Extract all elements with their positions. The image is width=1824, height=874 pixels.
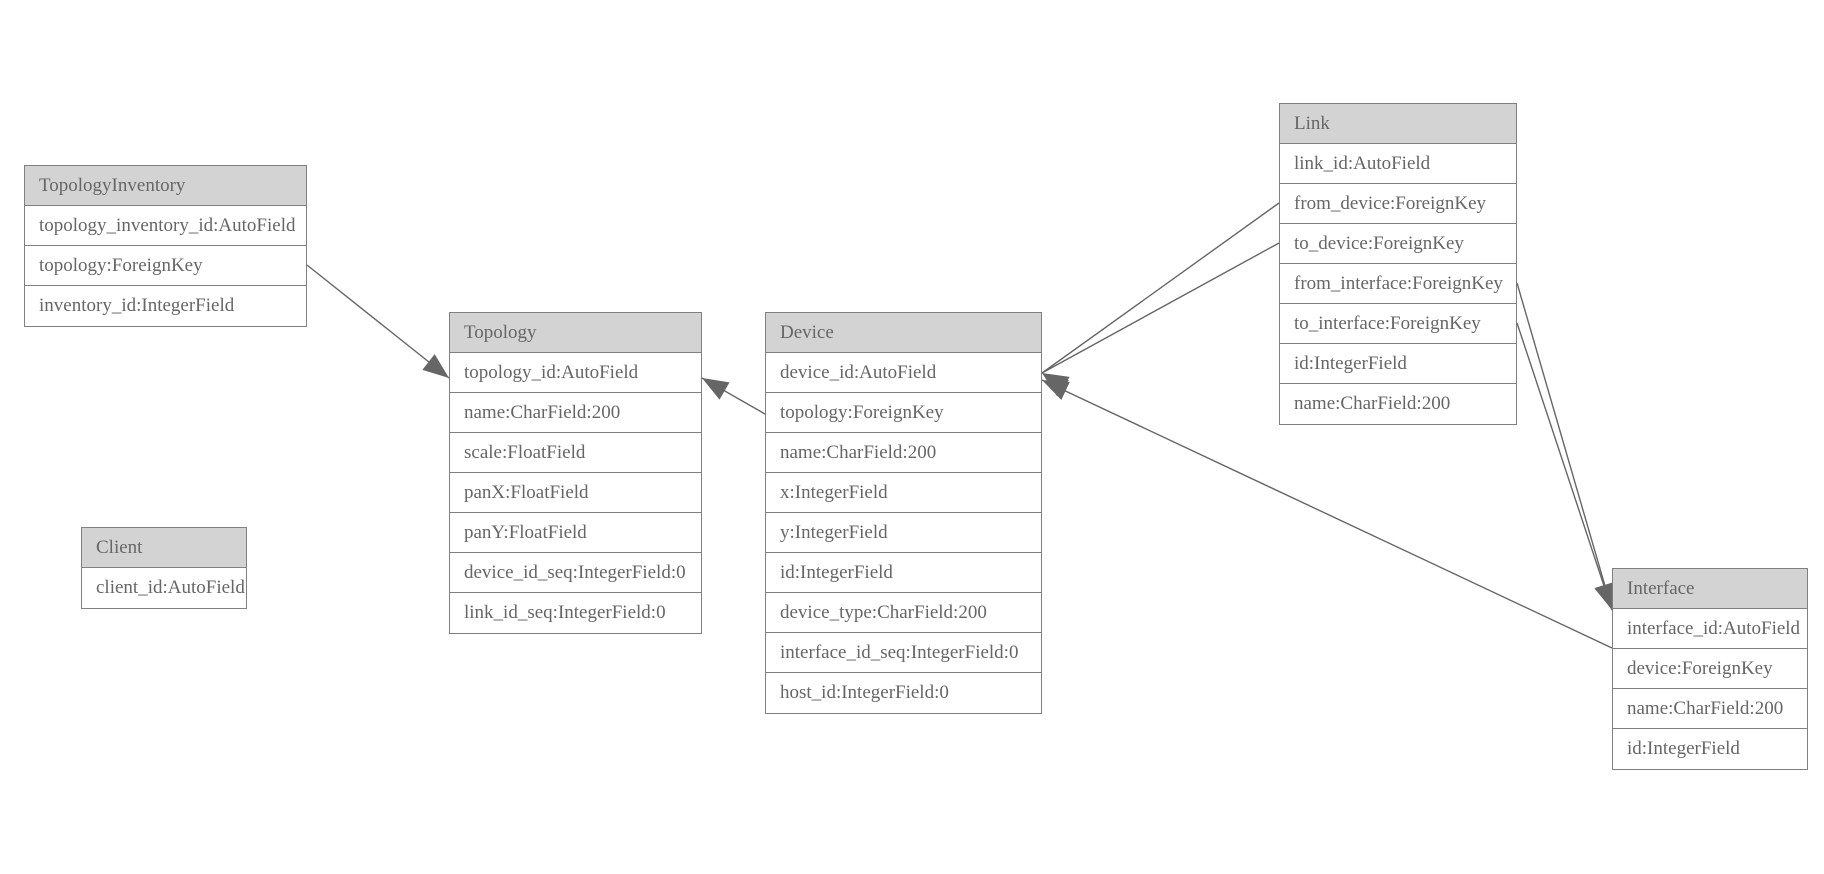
relationship-arrowhead-icon: [1042, 380, 1070, 401]
entity-box-client[interactable]: Client client_id:AutoField: [81, 527, 247, 609]
entity-field-row[interactable]: link_id_seq:IntegerField:0: [464, 602, 666, 623]
entity-title-client: Client: [82, 528, 246, 568]
entity-field-row[interactable]: name:CharField:200: [1294, 393, 1451, 414]
entity-field-row[interactable]: id:IntegerField: [1627, 738, 1740, 759]
entity-title-topology_inventory: TopologyInventory: [25, 166, 306, 206]
relationship-line: [1516, 322, 1613, 611]
entity-title-topology: Topology: [450, 313, 701, 353]
entity-field-row[interactable]: host_id:IntegerField:0: [780, 682, 949, 703]
entity-field-row[interactable]: from_interface:ForeignKey: [1280, 264, 1516, 304]
entity-title-link: Link: [1280, 104, 1516, 144]
relationship-arrowhead-icon: [1042, 373, 1070, 395]
entity-field-row[interactable]: id:IntegerField: [766, 553, 1041, 593]
relationship-line: [1041, 242, 1280, 374]
entity-field-row[interactable]: to_device:ForeignKey: [1280, 224, 1516, 264]
entity-field-row[interactable]: name:CharField:200: [1613, 689, 1807, 729]
entity-title-interface: Interface: [1613, 569, 1807, 609]
rel-link-device-to: [1041, 242, 1280, 395]
relationship-line: [701, 377, 766, 415]
entity-field-row[interactable]: panX:FloatField: [450, 473, 701, 513]
entity-field-row[interactable]: device_type:CharField:200: [766, 593, 1041, 633]
relationship-line: [1041, 202, 1280, 374]
entity-field-row[interactable]: scale:FloatField: [450, 433, 701, 473]
entity-field-row[interactable]: from_device:ForeignKey: [1280, 184, 1516, 224]
entity-field-row[interactable]: device_id:AutoField: [766, 353, 1041, 393]
entity-field-row[interactable]: topology_id:AutoField: [450, 353, 701, 393]
entity-field-row[interactable]: name:CharField:200: [450, 393, 701, 433]
rel-link-interface-from: [1516, 282, 1615, 611]
rel-topologyinventory-topology: [306, 264, 450, 379]
rel-link-interface-to: [1516, 322, 1614, 611]
entity-field-row[interactable]: topology:ForeignKey: [766, 393, 1041, 433]
entity-field-row[interactable]: client_id:AutoField: [96, 577, 245, 598]
entity-field-row[interactable]: interface_id:AutoField: [1613, 609, 1807, 649]
entity-field-row[interactable]: topology:ForeignKey: [25, 246, 306, 286]
entity-title-device: Device: [766, 313, 1041, 353]
entity-field-row[interactable]: y:IntegerField: [766, 513, 1041, 553]
rel-link-device-from: [1041, 202, 1280, 397]
entity-field-row[interactable]: device_id_seq:IntegerField:0: [450, 553, 701, 593]
entity-field-row[interactable]: x:IntegerField: [766, 473, 1041, 513]
entity-field-row[interactable]: name:CharField:200: [766, 433, 1041, 473]
entity-field-row[interactable]: device:ForeignKey: [1613, 649, 1807, 689]
relationship-line: [1516, 282, 1613, 611]
entity-field-row[interactable]: to_interface:ForeignKey: [1280, 304, 1516, 344]
entity-field-row[interactable]: panY:FloatField: [450, 513, 701, 553]
entity-field-row[interactable]: link_id:AutoField: [1280, 144, 1516, 184]
entity-field-row[interactable]: inventory_id:IntegerField: [39, 295, 235, 316]
entity-field-row[interactable]: topology_inventory_id:AutoField: [25, 206, 306, 246]
rel-device-topology: [701, 377, 766, 415]
entity-field-row[interactable]: interface_id_seq:IntegerField:0: [766, 633, 1041, 673]
entity-field-row[interactable]: id:IntegerField: [1280, 344, 1516, 384]
relationship-line: [306, 264, 450, 379]
